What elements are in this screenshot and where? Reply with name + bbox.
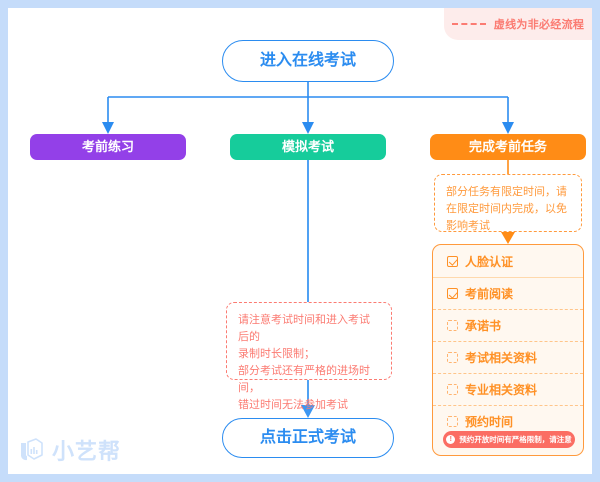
watermark: 小艺帮 (18, 434, 121, 466)
legend-banner: 虚线为非必经流程 (444, 8, 592, 40)
task-checklist-panel: 人脸认证 考前阅读 承诺书 考试相关资料 专业相关资料 预约时间 ! 预约开放时… (432, 244, 584, 456)
node-mock-exam-label: 模拟考试 (281, 139, 334, 155)
task-row[interactable]: 考前阅读 (433, 277, 583, 309)
node-click-formal-exam-label: 点击正式考试 (259, 429, 356, 447)
task-row[interactable]: 预约时间 (433, 405, 583, 437)
status-badge-label: 预约开放时间有严格限制，请注意 (459, 435, 572, 444)
note-mock-exam: 请注意考试时间和进入考试后的 录制时长限制； 部分考试还有严格的进场时间， 错过… (226, 302, 392, 411)
task-row[interactable]: 人脸认证 (433, 245, 583, 277)
diagram-canvas: 虚线为非必经流程 进入在线考试 考前练习 模拟考试 完成考前任 (8, 8, 592, 474)
checkbox-unchecked-icon[interactable] (447, 352, 458, 363)
checkbox-unchecked-icon[interactable] (447, 320, 458, 331)
node-pre-exam-practice-label: 考前练习 (81, 139, 134, 155)
checkbox-checked-icon[interactable] (447, 255, 458, 267)
checkbox-checked-icon[interactable] (447, 288, 458, 299)
node-mock-exam[interactable]: 模拟考试 (230, 134, 386, 160)
node-enter-online-exam-label: 进入在线考试 (259, 52, 356, 70)
task-label: 承诺书 (465, 319, 502, 333)
watermark-label: 小艺帮 (52, 439, 122, 464)
task-row[interactable]: 考试相关资料 (433, 341, 583, 373)
task-label: 专业相关资料 (465, 383, 538, 397)
task-label: 考试相关资料 (465, 351, 538, 365)
node-complete-pre-exam-tasks[interactable]: 完成考前任务 (430, 134, 586, 160)
note-tasks-line-2: 在限定时间内完成，以免 (446, 203, 567, 216)
node-enter-online-exam[interactable]: 进入在线考试 (222, 40, 394, 82)
note-mock-line-4: 错过时间无法参加考试 (238, 399, 348, 412)
dashed-line-icon (451, 23, 486, 25)
node-click-formal-exam[interactable]: 点击正式考试 (222, 418, 394, 458)
task-label: 考前阅读 (465, 287, 514, 301)
note-tasks-line-1: 部分任务有限定时间，请 (446, 186, 567, 198)
task-label: 人脸认证 (465, 254, 514, 269)
checkbox-unchecked-icon[interactable] (447, 416, 458, 427)
node-pre-exam-practice[interactable]: 考前练习 (30, 134, 186, 160)
xiaoyibang-cube-icon (18, 437, 45, 464)
task-row[interactable]: 专业相关资料 (433, 373, 583, 405)
task-row[interactable]: 承诺书 (433, 309, 583, 341)
status-badge: ! 预约开放时间有严格限制，请注意 (443, 431, 575, 448)
legend-label: 虚线为非必经流程 (493, 19, 585, 31)
node-complete-pre-exam-tasks-label: 完成考前任务 (468, 139, 547, 155)
checkbox-unchecked-icon[interactable] (447, 384, 458, 395)
task-label: 预约时间 (465, 415, 514, 429)
note-tasks-line-3: 影响考试 (446, 220, 490, 233)
note-mock-line-1: 请注意考试时间和进入考试后的 (238, 314, 370, 344)
note-mock-line-2: 录制时长限制； (238, 348, 315, 361)
note-pre-exam-tasks: 部分任务有限定时间，请 在限定时间内完成，以免 影响考试 (434, 174, 582, 232)
note-mock-line-3: 部分考试还有严格的进场时间， (238, 365, 370, 395)
exclamation-icon: ! (446, 435, 456, 444)
